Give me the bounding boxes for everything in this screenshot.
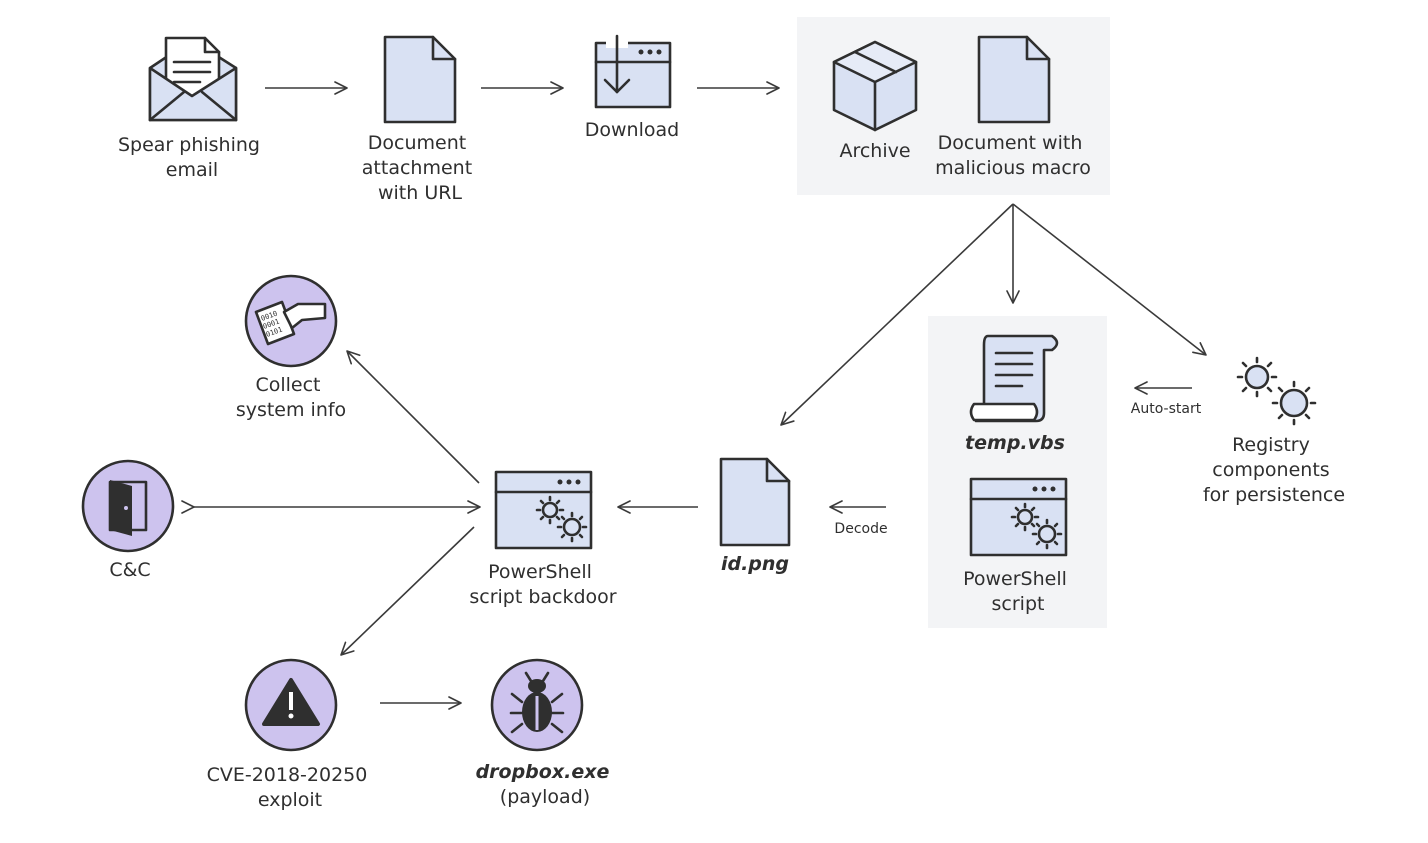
gear-icon <box>1010 502 1040 532</box>
registry-label: Registry components for persistence <box>1203 434 1345 506</box>
archive-label: Archive <box>839 140 910 162</box>
spear-phishing-label: Spear phishing email <box>118 134 266 181</box>
png-document-icon <box>719 457 791 547</box>
bug-icon <box>490 658 584 752</box>
data-hand-icon: 0010 0001 0101 <box>244 274 338 368</box>
cnc-label: C&C <box>109 559 150 581</box>
id-png-label: id.png <box>721 553 789 575</box>
envelope-icon <box>148 36 238 122</box>
document-attachment-label: Document attachment with URL <box>362 132 478 204</box>
temp-vbs-label: temp.vbs <box>965 432 1065 454</box>
download-label: Download <box>585 119 679 141</box>
document-attachment-icon <box>383 35 457 124</box>
auto-start-label: Auto-start <box>1131 401 1202 417</box>
gear-window-icon <box>969 477 1068 557</box>
gear-icon <box>535 495 565 525</box>
gear-icon <box>556 511 588 543</box>
collect-info-label: Collect system info <box>236 374 346 421</box>
exploit-label: CVE-2018-20250 exploit <box>207 764 374 811</box>
download-window-icon <box>594 34 672 109</box>
arrow-macro-to-registry <box>1012 203 1207 356</box>
arrow-backdoor-to-exploit <box>340 526 475 656</box>
powershell-script-label: PowerShell script <box>963 568 1073 615</box>
box-icon <box>832 40 918 132</box>
gear-icon <box>1031 518 1063 550</box>
malicious-document-label: Document with malicious macro <box>935 132 1091 179</box>
payload-label: dropbox.exe (payload) <box>476 761 615 808</box>
decode-label: Decode <box>834 521 887 537</box>
malicious-document-icon <box>977 35 1051 124</box>
backdoor-window-icon <box>494 470 593 550</box>
door-icon <box>81 459 175 553</box>
backdoor-label: PowerShell script backdoor <box>469 561 616 608</box>
gears-icon <box>1236 356 1317 426</box>
arrow-macro-to-idpng <box>780 203 1014 426</box>
flow-arrows <box>181 81 1207 710</box>
arrow-backdoor-to-collect <box>346 350 480 484</box>
scroll-icon <box>969 334 1059 423</box>
warning-icon <box>244 658 338 752</box>
